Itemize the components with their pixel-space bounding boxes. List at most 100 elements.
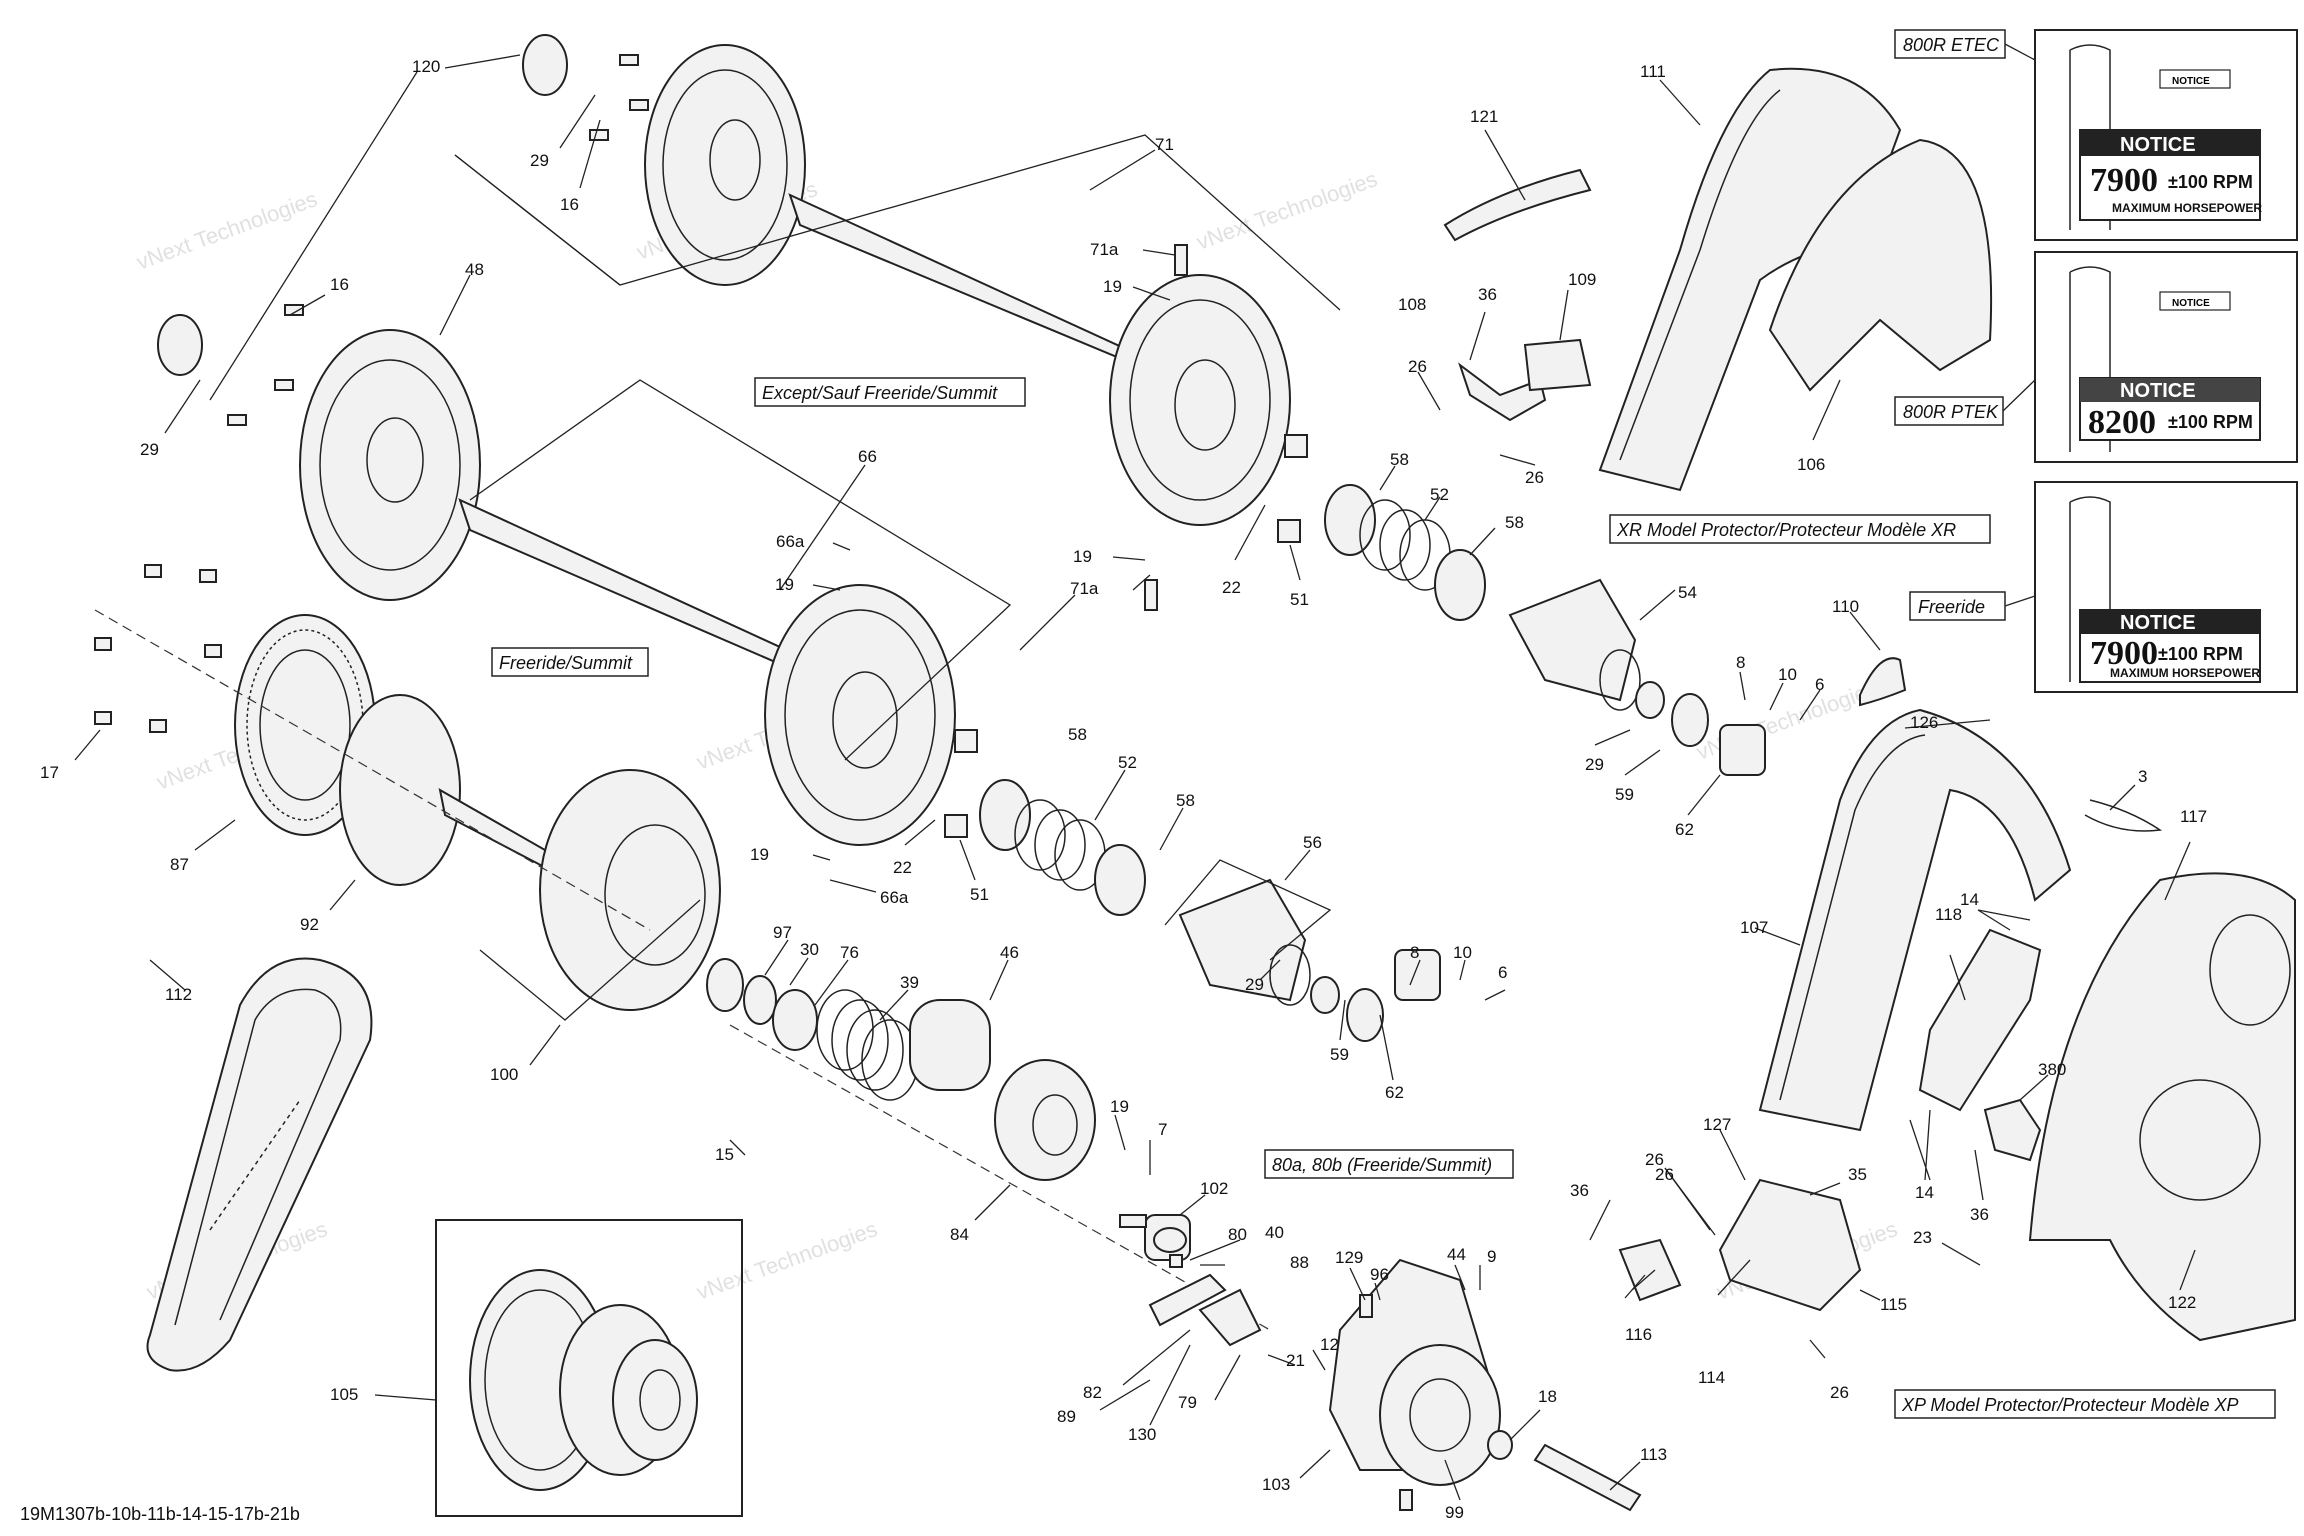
bracket-118 (1918, 928, 2042, 1112)
bracket-380 (1983, 1098, 2042, 1162)
callout: 76 (840, 943, 859, 962)
label-xr-protector: XR Model Protector/Protecteur Modèle XR (1616, 520, 1956, 540)
callout: 10 (1453, 943, 1472, 962)
callout: 127 (1703, 1115, 1731, 1134)
callout: 14 (1915, 1183, 1934, 1202)
callout: 15 (715, 1145, 734, 1164)
callout: 102 (1200, 1179, 1228, 1198)
label-xp-protector: XP Model Protector/Protecteur Modèle XP (1901, 1395, 2239, 1415)
variant-label-800r-etec: 800R ETEC (1903, 35, 2000, 55)
callout: 58 (1390, 450, 1409, 469)
protector-117-122 (2028, 872, 2296, 1342)
callout: 16 (560, 195, 579, 214)
callout: 114 (1698, 1368, 1725, 1387)
callout: 29 (1245, 975, 1264, 994)
callout: 62 (1385, 1083, 1404, 1102)
upper-driven-pulley-group (157, 34, 1308, 611)
leader-lines (74, 54, 2196, 1501)
drive-belt (146, 957, 373, 1372)
callout: 29 (140, 440, 159, 459)
callout: 99 (1445, 1503, 1464, 1522)
callout: 109 (1568, 270, 1596, 289)
callout: 29 (1585, 755, 1604, 774)
group-labels: Except/Sauf Freeride/Summit Freeride/Sum… (491, 377, 2276, 1419)
callout: 17 (40, 763, 59, 782)
callout: 21 (1286, 1351, 1305, 1370)
callout: 19 (750, 845, 769, 864)
watermark-text: vNext Technologies (133, 186, 320, 275)
callout: 380 (2038, 1060, 2066, 1079)
gear-housing-group (1119, 1214, 1642, 1512)
callout: 121 (1470, 107, 1498, 126)
spring-cam-upper (1324, 484, 1766, 776)
watermark-text: vNext Technologies (1193, 166, 1380, 255)
variant-label-freeride: Freeride (1918, 597, 1985, 617)
callout: 79 (1178, 1393, 1197, 1412)
callout: 26 (1645, 1150, 1664, 1169)
callout: 92 (300, 915, 319, 934)
group-outline-71 (454, 134, 1341, 311)
callout: 106 (1797, 455, 1825, 474)
callout: 51 (1290, 590, 1309, 609)
callout: 66a (880, 888, 909, 907)
callout: 89 (1057, 1407, 1076, 1426)
variant-label-800r-ptek: 800R PTEK (1903, 402, 1999, 422)
drive-pulley-assembly-box (435, 1219, 743, 1517)
notice-tolerance: ±100 RPM (2158, 644, 2243, 664)
bracket-108-109 (1458, 338, 1592, 422)
callout: 9 (1487, 1247, 1496, 1266)
spring-cam-lower (979, 779, 1441, 1042)
callout: 36 (1570, 1181, 1589, 1200)
callout: 97 (773, 923, 792, 942)
callout-numbers: 120 29 16 48 29 16 71 71a 19 19 71a 22 5… (40, 57, 2207, 1522)
watermark-text: vNext Technologies (693, 1216, 880, 1305)
callout: 22 (893, 858, 912, 877)
callout: 22 (1222, 578, 1241, 597)
xp-protector (1758, 708, 2072, 1132)
notice-max-hp: MAXIMUM HORSEPOWER (2110, 666, 2260, 680)
callout: 52 (1118, 753, 1137, 772)
callout: 112 (165, 985, 192, 1004)
callout: 84 (950, 1225, 969, 1244)
callout: 48 (465, 260, 484, 279)
callout: 8 (1736, 653, 1745, 672)
callout: 19 (1103, 277, 1122, 296)
callout: 126 (1910, 713, 1938, 732)
callout: 14 (1960, 890, 1979, 909)
notice-tolerance: ±100 RPM (2168, 412, 2253, 432)
callout: 66a (776, 532, 805, 551)
callout: 100 (490, 1065, 518, 1084)
notice-rpm: 8200 (2088, 404, 2156, 441)
callout: 107 (1740, 918, 1768, 937)
callout: 51 (970, 885, 989, 904)
callout: 39 (900, 973, 919, 992)
clip-3 (2084, 799, 2163, 832)
lower-driven-pulley-group (299, 329, 1012, 846)
callout: 117 (2180, 807, 2207, 826)
callout: 18 (1538, 1387, 1557, 1406)
label-freeride-summit: Freeride/Summit (499, 653, 633, 673)
callout: 8 (1410, 943, 1419, 962)
callout: 66 (858, 447, 877, 466)
drive-pulley-parts (94, 609, 1271, 1331)
callout: 16 (330, 275, 349, 294)
callout: 23 (1913, 1228, 1932, 1247)
callout: 87 (170, 855, 189, 874)
callout: 122 (2168, 1293, 2196, 1312)
callout: 6 (1815, 675, 1824, 694)
part-110 (1859, 657, 1907, 707)
callout: 103 (1262, 1475, 1290, 1494)
notice-tab-label: NOTICE (2172, 298, 2210, 309)
callout: 44 (1447, 1245, 1466, 1264)
callout: 6 (1498, 963, 1507, 982)
notice-heading: NOTICE (2120, 134, 2196, 156)
spring-39 (816, 989, 919, 1101)
callout: 80 (1228, 1225, 1247, 1244)
callout: 118 (1935, 905, 1962, 924)
callout: 113 (1640, 1445, 1667, 1464)
callout: 19 (1073, 547, 1092, 566)
callout: 130 (1128, 1425, 1156, 1444)
callout: 26 (1525, 468, 1544, 487)
callout: 52 (1430, 485, 1449, 504)
